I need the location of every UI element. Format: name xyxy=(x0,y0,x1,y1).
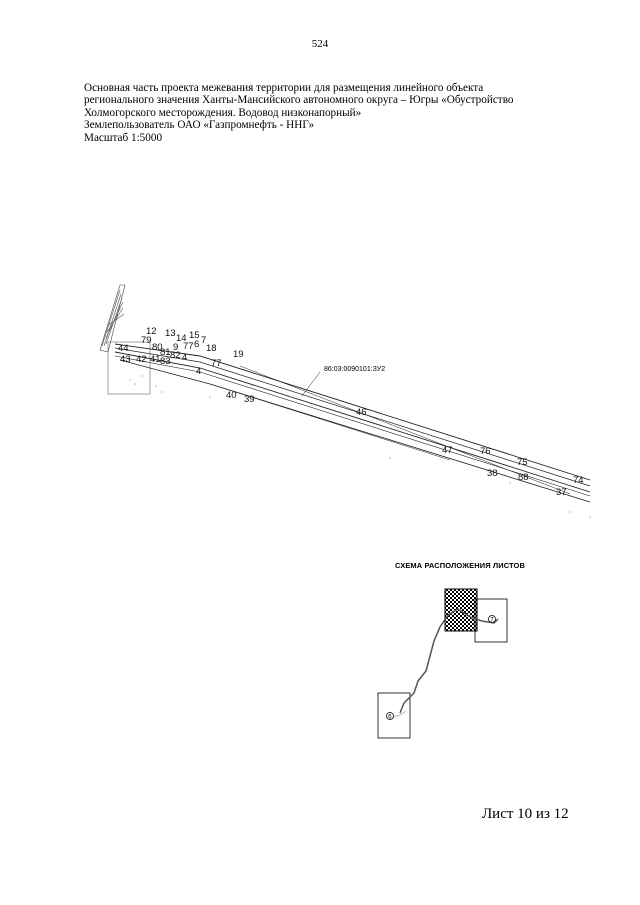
sheet-number: 7 xyxy=(490,618,494,624)
point-label: 19 xyxy=(233,349,244,360)
sheet-number: 6 xyxy=(388,715,392,721)
sheet-marker xyxy=(386,712,394,720)
route-line xyxy=(391,710,407,718)
point-label: 82 xyxy=(170,350,181,361)
point-label: 74 xyxy=(573,475,584,486)
cadastral-map: 86:03:0090101:ЗУ2 12 13 14 15 7 6 77 9 1… xyxy=(99,284,591,518)
header-line-2: регионального значения Ханты-Мансийского… xyxy=(84,94,514,107)
point-label: 41 xyxy=(150,354,161,365)
point-label: 12 xyxy=(146,326,157,337)
sheet-frame xyxy=(377,692,411,739)
page-number: 524 xyxy=(311,38,329,50)
header-line-3: Холмогорского месторождения. Водовод низ… xyxy=(84,106,362,119)
point-label: 44 xyxy=(118,343,129,354)
point-label: 80 xyxy=(152,342,163,353)
point-label: 88 xyxy=(518,472,529,483)
land-user: Землепользователь ОАО «Газпромнефть - НН… xyxy=(84,119,315,132)
header-line-1: Основная часть проекта межевания террито… xyxy=(84,82,484,94)
point-label: 9 xyxy=(173,342,178,353)
point-label: 4 xyxy=(182,352,187,363)
sheet-layout-scheme: 7 6 xyxy=(377,588,508,739)
point-label: 42 xyxy=(136,354,147,365)
sheet-label: Лист 10 из 12 xyxy=(482,806,569,822)
point-label: 46 xyxy=(356,407,367,418)
point-label: 76 xyxy=(480,446,491,457)
point-label: 13 xyxy=(165,328,176,339)
sheet-marker xyxy=(488,615,496,623)
document-header: Основная часть проекта межевания террито… xyxy=(84,82,584,144)
layout-scheme-title: СХЕМА РАСПОЛОЖЕНИЯ ЛИСТОВ xyxy=(395,561,525,570)
point-label: 83 xyxy=(160,356,171,367)
point-label: 4 xyxy=(196,366,201,377)
point-label: 75 xyxy=(517,457,528,468)
point-label: 43 xyxy=(120,354,131,365)
survey-dots xyxy=(129,375,591,518)
point-label: 77 xyxy=(183,341,194,352)
point-label: 79 xyxy=(141,335,152,346)
point-label: 77 xyxy=(211,358,222,369)
point-label: 47 xyxy=(442,445,453,456)
current-sheet xyxy=(444,588,478,632)
point-label: 18 xyxy=(206,343,217,354)
point-label: 14 xyxy=(176,333,187,344)
parcel-leader xyxy=(301,371,321,397)
point-label: 37 xyxy=(556,487,567,498)
pipeline-corridor xyxy=(114,343,591,503)
point-label: 40 xyxy=(226,390,237,401)
point-label: 81 xyxy=(160,347,171,358)
point-label: 7 xyxy=(201,335,206,346)
hatched-boundary xyxy=(99,284,126,353)
plot-outline xyxy=(107,341,151,395)
point-label: 6 xyxy=(194,339,199,350)
map-scale: Масштаб 1:5000 xyxy=(84,131,163,144)
point-labels: 12 13 14 15 7 6 77 9 18 19 44 43 42 41 4… xyxy=(118,326,584,498)
route-line xyxy=(399,608,499,714)
parcel-label: 86:03:0090101:ЗУ2 xyxy=(324,366,385,373)
point-label: 39 xyxy=(244,394,255,405)
sheet-frame xyxy=(474,598,508,643)
point-label: 15 xyxy=(189,330,200,341)
point-label: 38 xyxy=(487,468,498,479)
